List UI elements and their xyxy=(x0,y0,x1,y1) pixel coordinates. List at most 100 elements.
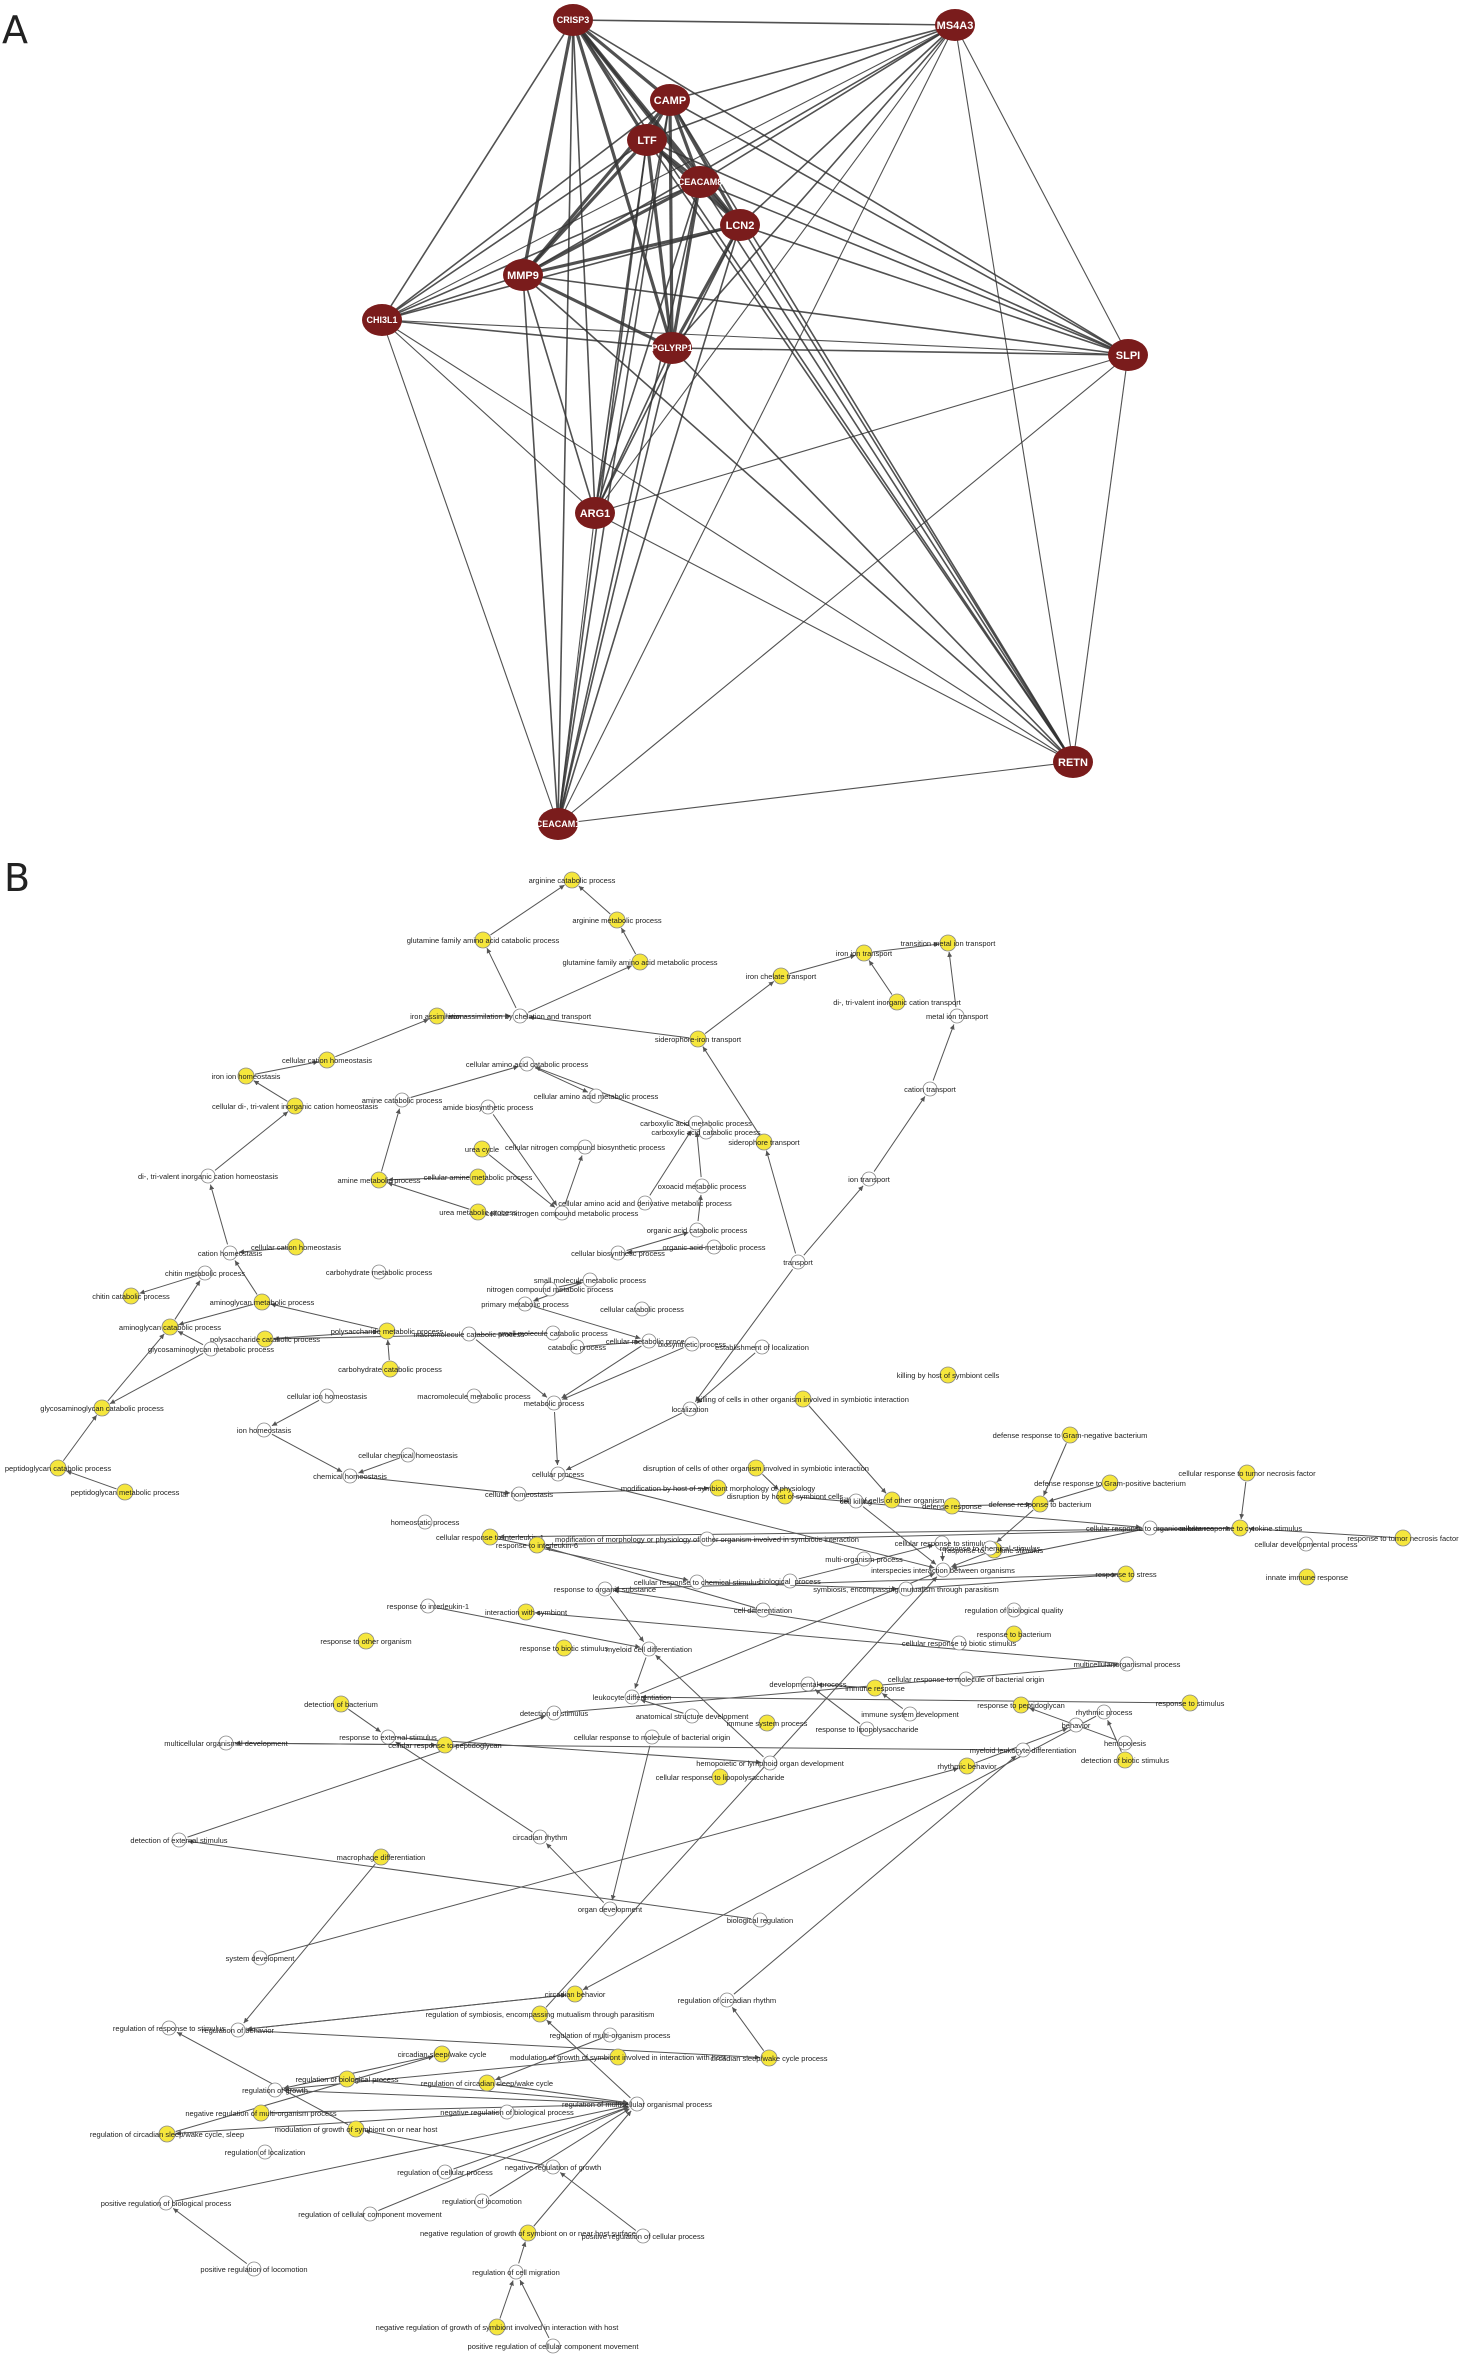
go-term-label: response to chemical stimulus xyxy=(940,1544,1041,1553)
ppi-edge xyxy=(557,347,673,825)
go-term-label: regulation of symbiosis, encompassing mu… xyxy=(426,2010,655,2019)
go-edge xyxy=(273,1329,379,1339)
go-term-node xyxy=(1061,1426,1079,1444)
go-term-node xyxy=(644,1729,660,1745)
ppi-edge xyxy=(594,347,673,514)
go-term-negative-regulation-of-growth: negative regulation of growth xyxy=(505,2159,601,2175)
go-term-cellular-response-to-chemical-stimulus: cellular response to chemical stimulus xyxy=(634,1574,760,1590)
go-term-label: cation homeostasis xyxy=(198,1249,262,1258)
go-term-circadian-sleep-wake-cycle-process: circadian sleep/wake cycle process xyxy=(710,2049,828,2067)
go-edge xyxy=(872,942,940,953)
go-term-node xyxy=(461,1326,477,1342)
go-term-node xyxy=(318,1051,336,1069)
go-term-node xyxy=(922,1081,938,1097)
go-edge xyxy=(533,1306,641,1340)
go-term-aminoglycan-metabolic-process: aminoglycan metabolic process xyxy=(210,1293,315,1311)
go-term-modulation-of-growth-of-symbiont-involved-in-interaction-with-host: modulation of growth of symbiont involve… xyxy=(510,2048,727,2066)
go-term-label: response to bacterium xyxy=(977,1630,1051,1639)
go-term-label: developmental process xyxy=(769,1680,846,1689)
go-term-cellular-developmental-process: cellular developmental process xyxy=(1255,1536,1358,1552)
go-edge xyxy=(562,1662,1119,1713)
go-edge xyxy=(381,1108,401,1172)
go-term-regulation-of-circadian-sleep-wake-cycle-sleep: regulation of circadian sleep/wake cycle… xyxy=(90,2125,244,2143)
go-term-node xyxy=(800,1676,816,1692)
go-term-label: cellular homeostasis xyxy=(485,1490,553,1499)
go-term-modification-by-host-of-symbiont-morphology-or-physiology: modification by host of symbiont morphol… xyxy=(621,1479,815,1497)
go-edge xyxy=(490,884,565,936)
go-edge xyxy=(358,1457,400,1474)
go-term-cellular-nitrogen-compound-biosynthetic-process: cellular nitrogen compound biosynthetic … xyxy=(505,1139,665,1155)
go-edge xyxy=(765,1150,797,1254)
go-term-positive-regulation-of-cellular-process: positive regulation of cellular process xyxy=(582,2228,705,2244)
go-term-node xyxy=(577,1139,593,1155)
ppi-node-label: ARG1 xyxy=(580,508,611,520)
go-term-label: immune response xyxy=(845,1684,905,1693)
panel-letter-b: B xyxy=(4,856,31,900)
go-term-node xyxy=(689,1030,707,1048)
go-term-label: cellular catabolic process xyxy=(600,1305,684,1314)
go-term-peptidoglycan-metabolic-process: peptidoglycan metabolic process xyxy=(71,1483,180,1501)
go-term-node xyxy=(466,1388,482,1404)
go-term-label: regulation of circadian sleep/wake cycle… xyxy=(90,2130,244,2139)
go-edge xyxy=(387,1176,470,1183)
go-term-node xyxy=(417,1514,433,1530)
go-term-node xyxy=(287,1238,305,1256)
go-term-node xyxy=(752,1912,768,1928)
go-edge xyxy=(932,1024,955,1081)
go-term-glutamine-family-amino-acid-metabolic-process: glutamine family amino acid metabolic pr… xyxy=(562,953,718,971)
go-term-cellular-response-to-interleukin-1: cellular response to interleukin-1 xyxy=(436,1528,544,1546)
go-term-node xyxy=(531,2005,549,2023)
go-term-label: immune system process xyxy=(727,1719,808,1728)
go-term-regulation-of-cellular-component-movement: regulation of cellular component movemen… xyxy=(298,2206,443,2222)
go-term-small-molecule-metabolic-process: small molecule metabolic process xyxy=(534,1272,646,1288)
go-edge xyxy=(1239,1481,1247,1520)
go-term-negative-regulation-of-multi-organism-process: negative regulation of multi-organism pr… xyxy=(185,2104,337,2122)
go-term-label: chitin metabolic process xyxy=(165,1269,245,1278)
go-term-node xyxy=(1006,1602,1022,1618)
go-term-arginine-catabolic-process: arginine catabolic process xyxy=(529,871,616,889)
go-edge xyxy=(283,2055,434,2090)
go-edge xyxy=(410,1065,519,1098)
go-edge xyxy=(273,1332,545,1342)
go-term-killing-of-cells-of-other-organism: killing of cells of other organism xyxy=(840,1491,944,1509)
ppi-edge xyxy=(739,224,1129,356)
go-term-label: response to biotic stimulus xyxy=(520,1644,609,1653)
go-term-node xyxy=(755,1133,773,1151)
go-term-immune-system-development: immune system development xyxy=(861,1706,960,1722)
go-edge xyxy=(702,1046,760,1135)
ppi-node-camp: CAMP xyxy=(650,84,690,116)
go-term-cellular-response-to-lipopolysaccharide: cellular response to lipopolysaccharide xyxy=(656,1768,784,1786)
go-term-label: positive regulation of locomotion xyxy=(200,2265,307,2274)
go-term-label: cellular process xyxy=(532,1470,584,1479)
go-term-node xyxy=(888,993,906,1011)
go-term-label: peptidoglycan metabolic process xyxy=(71,1488,180,1497)
ppi-edge xyxy=(646,24,956,141)
go-term-negative-regulation-of-growth-of-symbiont-on-or-near-host-surface: negative regulation of growth of symbion… xyxy=(420,2224,636,2242)
go-edge xyxy=(271,1433,343,1473)
go-term-node xyxy=(332,1695,350,1713)
go-term-node xyxy=(158,2125,176,2143)
go-term-oxoacid-metabolic-process: oxoacid metabolic process xyxy=(658,1178,746,1194)
go-edge xyxy=(640,1694,1182,1704)
ppi-node-shape xyxy=(652,332,692,364)
go-term-node xyxy=(943,1497,961,1515)
go-term-label: glycosaminoglycan metabolic process xyxy=(148,1345,274,1354)
go-term-node xyxy=(1298,1568,1316,1586)
go-term-label: organic acid metabolic process xyxy=(663,1243,766,1252)
go-term-label: cellular chemical homeostasis xyxy=(358,1451,458,1460)
ppi-node-shape xyxy=(720,209,760,241)
go-term-cellular-nitrogen-compound-metabolic-process: cellular nitrogen compound metabolic pro… xyxy=(486,1205,639,1221)
go-term-organ-development: organ development xyxy=(578,1901,643,1917)
go-term-label: cell killing xyxy=(840,1497,872,1506)
go-term-di-tri-valent-inorganic-cation-homeostasis: di-, tri-valent inorganic cation homeost… xyxy=(138,1168,278,1184)
go-term-label: carbohydrate metabolic process xyxy=(326,1268,433,1277)
go-edge xyxy=(238,1247,288,1255)
go-term-node xyxy=(1298,1536,1314,1552)
go-term-cation-transport: cation transport xyxy=(904,1081,957,1097)
go-term-label: regulation of growth xyxy=(242,2086,308,2095)
go-term-regulation-of-biological-process: regulation of biological process xyxy=(296,2070,399,2088)
go-edge xyxy=(881,1692,904,1710)
ppi-edge xyxy=(594,24,956,514)
go-term-cell-differentiation: cell differentiation xyxy=(734,1602,792,1618)
ppi-edge xyxy=(557,24,956,825)
